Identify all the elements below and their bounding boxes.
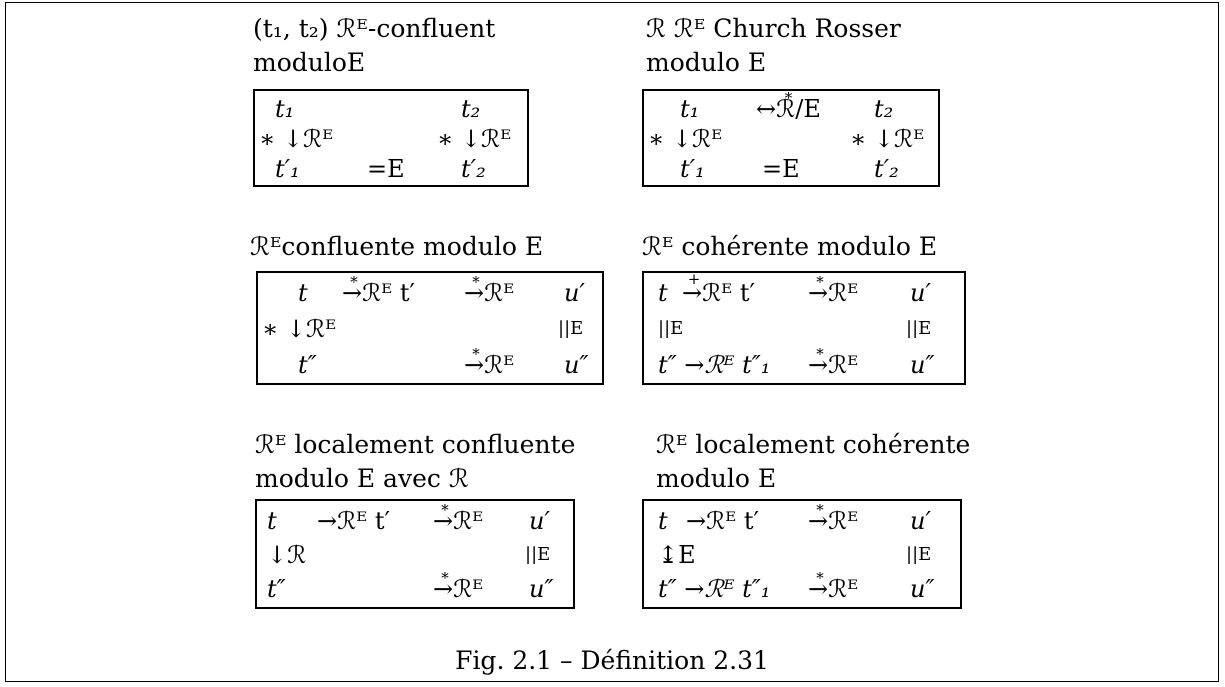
panel3-r1-mid1: ∗→ℛᴱ t′ xyxy=(342,270,416,307)
panel5-r3-right: u″ xyxy=(529,575,554,603)
panel2-diagram: t₁ ∗↔ℛ/E t₂ ∗ ↓ℛᴱ ∗ ↓ℛᴱ t′₁ =E t′₂ xyxy=(642,86,940,187)
panel6-r2-left: ↨E xyxy=(658,541,696,569)
panel5-r3-mid2: ∗→ℛᴱ xyxy=(433,566,484,603)
panel6-r3-right: u″ xyxy=(910,575,935,603)
panel1-r1-left: t₁ xyxy=(275,95,295,123)
panel4-r3-mid2: ∗→ℛᴱ xyxy=(808,342,859,379)
panel1-r3-right: t′₂ xyxy=(461,155,486,183)
panel2-caption-line2: modulo E xyxy=(646,48,767,77)
panel2-r3-right: t′₂ xyxy=(874,155,899,183)
figure-page: (t₁, t₂) ℛᴱ-confluent moduloE t₁ t₂ ∗ ↓ℛ… xyxy=(5,2,1219,682)
panel3-r3-mid2: ∗→ℛᴱ xyxy=(464,342,515,379)
panel3-r3-right: u″ xyxy=(564,351,589,379)
panel6-r3-left: t″ →ℛᴱ t″₁ xyxy=(658,575,771,603)
panel5-r1-mid1: →ℛᴱ t′ xyxy=(317,507,391,535)
panel4-r1-right: u′ xyxy=(910,279,931,307)
panel6-caption-line1: ℛᴱ localement cohérente xyxy=(656,430,971,459)
panel3-r1-left: t xyxy=(298,279,308,307)
panel5-r1-left: t xyxy=(267,507,277,535)
panel6-r1-mid1: →ℛᴱ t′ xyxy=(686,507,760,535)
panel4-r1-left: t xyxy=(658,279,668,307)
panel2-r3-mid: =E xyxy=(762,155,800,183)
panel4-caption: ℛᴱ cohérente modulo E xyxy=(642,232,938,261)
panel4-r3-right: u″ xyxy=(910,351,935,379)
panel2-r2-left: ∗ ↓ℛᴱ xyxy=(648,125,723,153)
panel6-diagram: t →ℛᴱ t′ ∗→ℛᴱ u′ ↨E ||E t″ →ℛᴱ t″₁ ∗→ℛᴱ … xyxy=(642,498,962,609)
panel3-r1-right: u′ xyxy=(564,279,585,307)
panel6-r3-mid2: ∗→ℛᴱ xyxy=(808,566,859,603)
panel6-caption-line2: modulo E xyxy=(656,464,777,493)
panel6-r1-right: u′ xyxy=(910,507,931,535)
panel4-plus: + xyxy=(687,270,701,288)
panel1-r3-left: t′₁ xyxy=(275,155,300,183)
panel6-r1-left: t xyxy=(658,507,668,535)
panel2-r2-right: ∗ ↓ℛᴱ xyxy=(850,125,925,153)
panel6-r2-right: ||E xyxy=(906,544,932,565)
panel4-r2-left: ||E xyxy=(658,318,684,339)
panel2-r3-left: t′₁ xyxy=(680,155,705,183)
panel3-r2-right: ||E xyxy=(558,318,584,339)
panel4-diagram: t +→ℛᴱ t′ ∗→ℛᴱ u′ ||E ||E t″ →ℛᴱ t″₁ ∗→ℛ… xyxy=(642,270,966,385)
panel4-r2-right: ||E xyxy=(906,318,932,339)
panel5-caption-line2: modulo E avec ℛ xyxy=(255,464,469,493)
panel2-r1-left: t₁ xyxy=(680,95,700,123)
panel1-r3-mid: =E xyxy=(367,155,405,183)
panel1-r1-right: t₂ xyxy=(461,95,481,123)
panel2-r1-star: ∗ xyxy=(783,86,794,104)
panel2-r1-right: t₂ xyxy=(874,95,894,123)
panel5-diagram: t →ℛᴱ t′ ∗→ℛᴱ u′ ↓ℛ ||E t″ ∗→ℛᴱ u″ xyxy=(255,498,575,609)
panel3-diagram: t ∗→ℛᴱ t′ ∗→ℛᴱ u′ ∗ ↓ℛᴱ ||E t″ ∗→ℛᴱ u″ xyxy=(256,270,604,385)
panel1-diagram: t₁ t₂ ∗ ↓ℛᴱ ∗ ↓ℛᴱ t′₁ =E t′₂ xyxy=(253,89,529,187)
panel1-r2-right: ∗ ↓ℛᴱ xyxy=(437,125,512,153)
panel1-r2-left: ∗ ↓ℛᴱ xyxy=(259,125,334,153)
figure-caption: Fig. 2.1 – Définition 2.31 xyxy=(455,646,769,675)
panel5-caption-line1: ℛᴱ localement confluente xyxy=(255,430,576,459)
panel2-r1-mid: ∗↔ℛ/E xyxy=(756,86,821,123)
panel5-r1-mid2: ∗→ℛᴱ xyxy=(433,498,484,535)
panel3-r2-left: ∗ ↓ℛᴱ xyxy=(262,315,337,343)
panel5-r1-right: u′ xyxy=(529,507,550,535)
panel1-caption-line1: (t₁, t₂) ℛᴱ-confluent xyxy=(253,14,496,43)
panel5-r2-right: ||E xyxy=(525,544,551,565)
panel6-r1-mid2: ∗→ℛᴱ xyxy=(808,498,859,535)
panel4-r3-left: t″ →ℛᴱ t″₁ xyxy=(658,351,771,379)
panel4-r1-mid2: ∗→ℛᴱ xyxy=(808,270,859,307)
panel4-r1-mid1: +→ℛᴱ t′ xyxy=(682,270,755,307)
panel3-caption: ℛᴱconfluente modulo E xyxy=(250,232,544,261)
panel5-r2-left: ↓ℛ xyxy=(267,541,307,569)
panel3-r1-mid2: ∗→ℛᴱ xyxy=(464,270,515,307)
panel1-caption-line2: moduloE xyxy=(253,48,366,77)
panel2-caption-line1: ℛ ℛᴱ Church Rosser xyxy=(646,14,901,43)
panel3-r3-left: t″ xyxy=(298,351,317,379)
panel5-r3-left: t″ xyxy=(267,575,286,603)
